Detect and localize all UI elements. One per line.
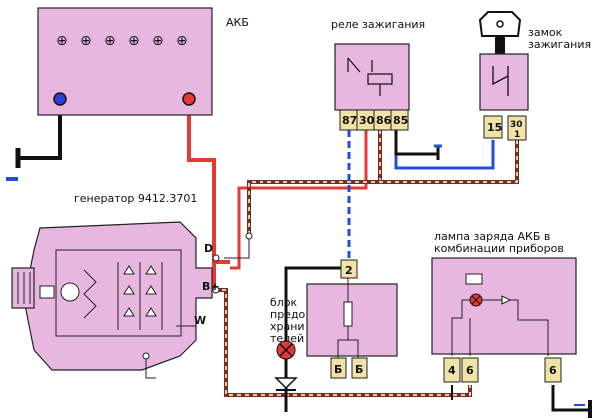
generator-ground-point bbox=[142, 352, 150, 360]
relay-pin-85-label: 85 bbox=[393, 114, 408, 127]
generator-internals bbox=[55, 249, 182, 337]
relay-coil-icon bbox=[347, 57, 393, 96]
relay-30-wire bbox=[230, 130, 368, 270]
junction-circle bbox=[245, 232, 253, 240]
terminal-b-plus bbox=[212, 286, 220, 294]
lock-pin-15-label: 15 bbox=[487, 121, 502, 134]
battery-negative-wire bbox=[18, 100, 62, 160]
lamp-diode-icon bbox=[501, 295, 512, 305]
rectifier-diode-icons bbox=[123, 265, 157, 317]
fuse-label-line-4: телей bbox=[270, 332, 304, 345]
brown-wire-stripe bbox=[248, 130, 381, 238]
lamp-pin-6b bbox=[544, 357, 562, 383]
lamp-pin-4-label: 4 bbox=[448, 364, 456, 377]
fuse-pin-2 bbox=[340, 259, 358, 279]
fuse-label-line-3: храни bbox=[270, 320, 305, 333]
lamp-ground-wire bbox=[551, 385, 590, 412]
battery-cell-1: ⊕ bbox=[56, 33, 68, 49]
battery-negative-terminal bbox=[53, 92, 67, 106]
terminal-b-plus-label: B+ bbox=[202, 280, 220, 293]
pulley-grooves bbox=[17, 272, 31, 304]
generator-label: генератор 9412.3701 bbox=[74, 192, 197, 205]
fuse-pin-b-left-label: Б bbox=[334, 363, 342, 376]
lock-switch-icon bbox=[492, 66, 509, 96]
lamp-pin-6a bbox=[461, 357, 479, 383]
terminal-w-lead bbox=[145, 325, 196, 379]
battery-positive-terminal bbox=[182, 92, 196, 106]
lock-pin-15 bbox=[483, 115, 503, 139]
fuse-pin-b-left bbox=[330, 357, 347, 379]
charge-lamp-block: 4 6 6 bbox=[431, 257, 577, 383]
fuse-icon bbox=[343, 301, 353, 327]
ignition-lock: 15 30 1 bbox=[478, 11, 529, 141]
relay-label: реле зажигания bbox=[331, 18, 425, 31]
relay-pin-30-label: 30 bbox=[359, 114, 375, 127]
stator-and-diodes bbox=[83, 262, 163, 330]
bplus-to-lamp-wire-stripe bbox=[214, 289, 471, 396]
ignition-relay: 87 30 86 85 bbox=[334, 43, 410, 131]
d-lead-wire bbox=[224, 238, 250, 259]
rotor-icon bbox=[60, 282, 80, 302]
lamp-pin-4 bbox=[443, 357, 461, 383]
battery-cell-6: ⊕ bbox=[176, 33, 188, 49]
lock-label-line-1: замок bbox=[528, 26, 563, 39]
relay-pin-85 bbox=[390, 109, 409, 131]
battery-cell-5: ⊕ bbox=[152, 33, 164, 49]
battery-cell-4: ⊕ bbox=[128, 33, 140, 49]
fuse-feed-wire bbox=[284, 266, 341, 290]
terminal-d bbox=[212, 254, 220, 262]
fuse-pin-b-right bbox=[351, 357, 368, 379]
lock-pin-30 bbox=[507, 115, 527, 141]
battery-symbol-icon bbox=[465, 273, 483, 285]
lamp-label-line-1: лампа заряда АКБ в bbox=[434, 230, 550, 243]
terminal-d-label: D bbox=[204, 242, 213, 255]
lamp-pin-6a-label: 6 bbox=[466, 364, 474, 377]
fuse-wiring bbox=[337, 278, 359, 360]
fuse-block: 2 Б Б bbox=[306, 259, 398, 379]
diode-icon bbox=[274, 377, 298, 390]
fuse-label-line-2: предо bbox=[270, 308, 306, 321]
lamp-pin-6b-label: 6 bbox=[549, 364, 557, 377]
fuse-pin-2-label: 2 bbox=[345, 264, 353, 277]
indicator-x-cross bbox=[279, 343, 293, 357]
generator bbox=[11, 221, 220, 379]
battery: ⊕ ⊕ ⊕ ⊕ ⊕ ⊕ bbox=[37, 7, 213, 116]
key-shaft bbox=[495, 36, 505, 54]
battery-cell-2: ⊕ bbox=[80, 33, 92, 49]
fuse-pin-b-right-label: Б bbox=[355, 363, 363, 376]
charge-lamp-cross bbox=[471, 295, 481, 305]
battery-label: АКБ bbox=[226, 16, 249, 29]
regulator-icon bbox=[39, 285, 55, 299]
terminal-w-label: W bbox=[194, 314, 206, 327]
lock-pin-1-label: 1 bbox=[514, 130, 520, 140]
relay-pin-87-label: 87 bbox=[342, 114, 357, 127]
battery-positive-wire bbox=[187, 100, 230, 264]
lock-pin-30-label: 30 bbox=[510, 120, 523, 130]
relay-pin-86-label: 86 bbox=[376, 114, 392, 127]
generator-pulley bbox=[11, 267, 35, 309]
lock-30-wire-stripe bbox=[263, 140, 518, 183]
lock-30-wire-outer bbox=[263, 140, 519, 184]
fuse-label-line-1: блок bbox=[270, 296, 298, 309]
relay-85-blue-wire bbox=[394, 130, 495, 170]
relay-ground-wire bbox=[394, 130, 438, 156]
key-hole-icon bbox=[496, 20, 504, 28]
lamp-label-line-2: комбинации приборов bbox=[434, 242, 564, 255]
lamp-wiring bbox=[451, 299, 549, 356]
lock-label-line-2: зажигания bbox=[528, 38, 591, 51]
battery-cell-3: ⊕ bbox=[104, 33, 116, 49]
